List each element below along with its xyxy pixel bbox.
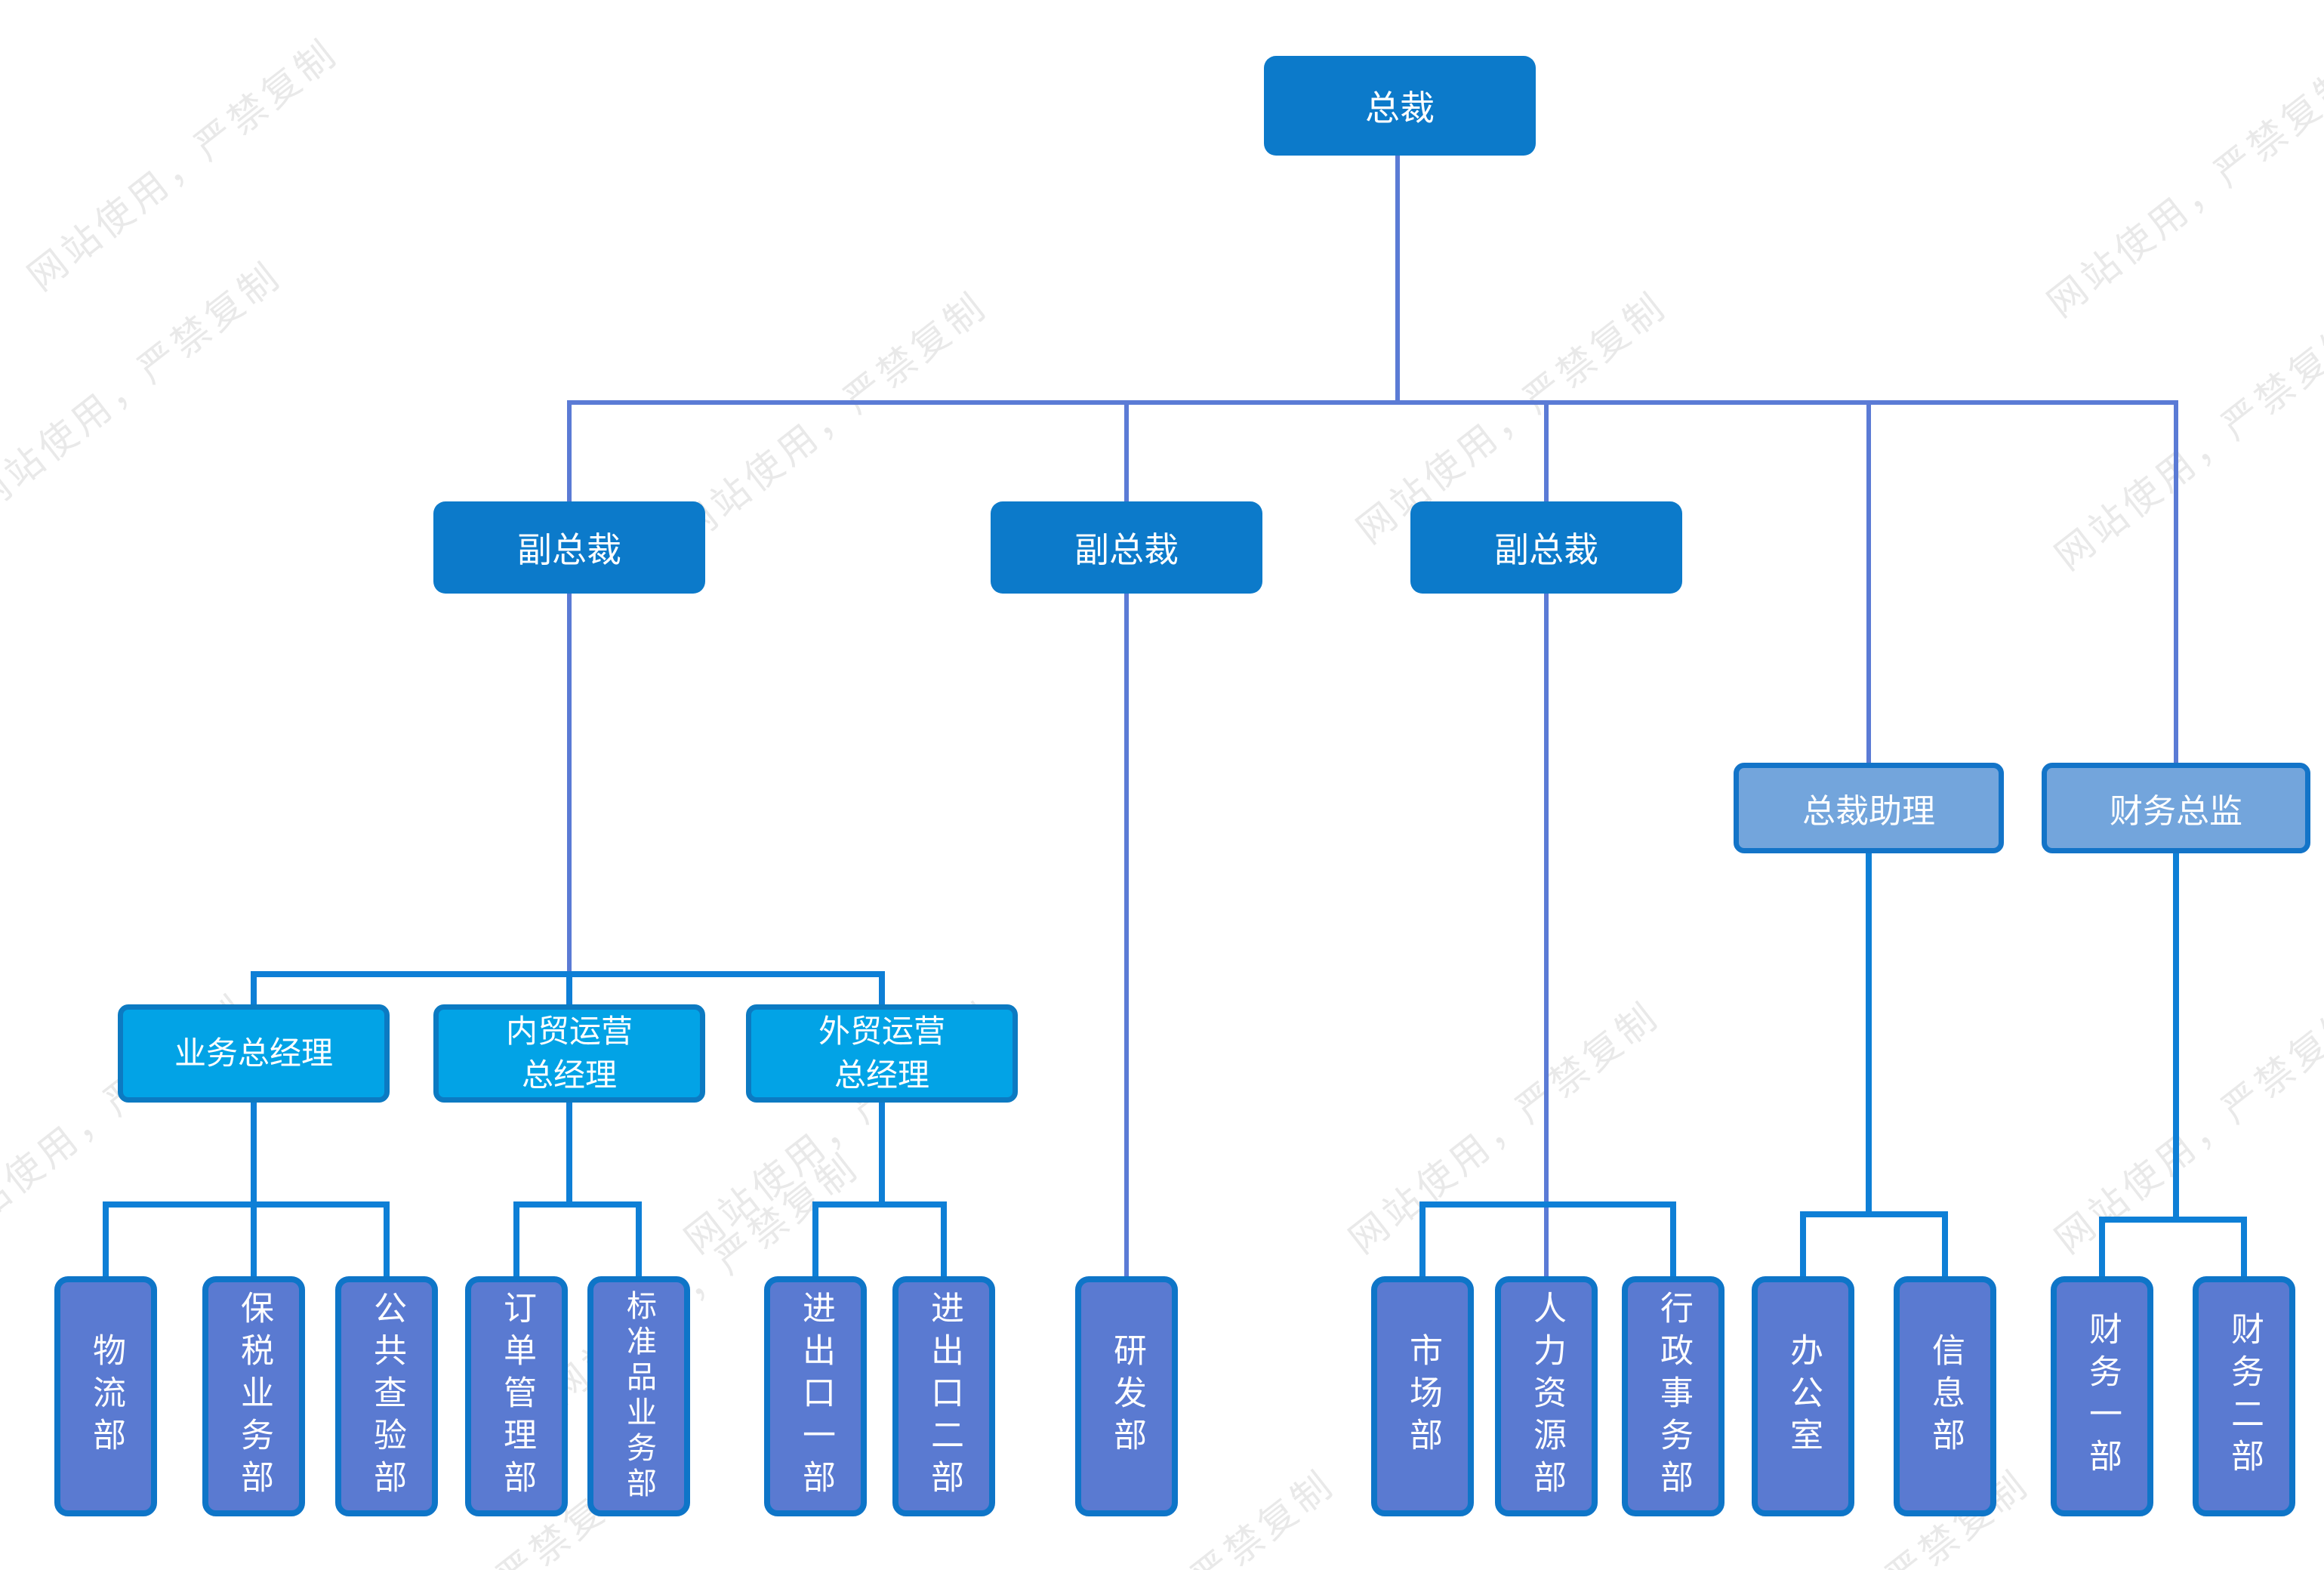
connector-line xyxy=(2099,1217,2247,1223)
connector-line xyxy=(812,1201,818,1279)
org-node-vp-3: 副总裁 xyxy=(1410,501,1682,594)
watermark-text: 网站使用，严禁复制 xyxy=(2047,310,2324,578)
connector-line xyxy=(1800,1211,1806,1279)
watermark-text: 网站使用，严禁复制 xyxy=(1341,993,1668,1262)
org-node-label: 信息部 xyxy=(1927,1333,1964,1460)
org-node-label: 人力资源部 xyxy=(1528,1291,1565,1502)
watermark-text: 网站使用，严禁复制 xyxy=(1011,1454,1344,1570)
connector-line xyxy=(103,1201,109,1279)
org-node-vp-1: 副总裁 xyxy=(433,501,705,594)
org-node-information-dept: 信息部 xyxy=(1894,1276,1996,1516)
connector-line xyxy=(1544,400,1549,504)
connector-line xyxy=(513,1201,642,1208)
org-node-office: 办公室 xyxy=(1752,1276,1854,1516)
connector-line xyxy=(941,1201,947,1279)
org-node-rd-dept: 研发部 xyxy=(1075,1276,1178,1516)
connector-line xyxy=(1395,153,1400,405)
org-node-label: 研发部 xyxy=(1108,1333,1145,1460)
connector-line xyxy=(384,1201,390,1279)
org-node-domestic-trade-gm: 内贸运营总经理 xyxy=(433,1004,705,1103)
watermark-text: 网站使用，严禁复制 xyxy=(669,283,996,552)
connector-line xyxy=(251,971,257,1007)
org-node-label: 财务二部 xyxy=(2226,1312,2263,1481)
org-node-label: 办公室 xyxy=(1785,1333,1822,1460)
org-node-label: 订单管理部 xyxy=(498,1291,535,1502)
connector-line xyxy=(1544,591,1549,1279)
org-node-admin-affairs-dept: 行政事务部 xyxy=(1622,1276,1725,1516)
org-node-cfo: 财务总监 xyxy=(2042,763,2310,853)
org-node-import-export-1-dept: 进出口一部 xyxy=(764,1276,867,1516)
org-node-import-export-2-dept: 进出口二部 xyxy=(892,1276,995,1516)
connector-line xyxy=(812,1201,947,1208)
org-node-label: 公共查验部 xyxy=(368,1291,405,1502)
watermark-text: 网站使用，严禁复制 xyxy=(20,30,347,299)
org-node-label: 财务一部 xyxy=(2084,1312,2121,1481)
connector-line xyxy=(879,1100,885,1208)
connector-line xyxy=(567,400,572,504)
connector-line xyxy=(636,1201,642,1279)
connector-line xyxy=(2174,400,2178,765)
org-node-hr-dept: 人力资源部 xyxy=(1495,1276,1598,1516)
connector-line xyxy=(1866,400,1871,765)
connector-line xyxy=(1124,400,1129,504)
connector-line xyxy=(567,591,572,976)
org-node-public-inspection-dept: 公共查验部 xyxy=(335,1276,438,1516)
org-node-standard-products-dept: 标准品业务部 xyxy=(587,1276,690,1516)
org-node-label: 市场部 xyxy=(1404,1333,1441,1460)
org-node-label: 总经理 xyxy=(834,1057,929,1093)
connector-line xyxy=(1800,1211,1948,1217)
org-node-business-gm: 业务总经理 xyxy=(118,1004,390,1103)
org-node-finance-1-dept: 财务一部 xyxy=(2051,1276,2153,1516)
org-node-bonded-business-dept: 保税业务部 xyxy=(202,1276,305,1516)
org-node-label: 行政事务部 xyxy=(1655,1291,1692,1502)
connector-line xyxy=(566,1100,572,1208)
connector-line xyxy=(251,1100,257,1208)
org-node-logistics-dept: 物流部 xyxy=(54,1276,157,1516)
org-node-label: 总经理 xyxy=(521,1057,617,1093)
org-node-label: 进出口一部 xyxy=(797,1291,834,1502)
org-node-foreign-trade-gm: 外贸运营总经理 xyxy=(746,1004,1018,1103)
org-node-label: 外贸运营 xyxy=(818,1013,945,1049)
org-node-label: 内贸运营 xyxy=(505,1013,633,1049)
connector-line xyxy=(513,1201,519,1279)
connector-line xyxy=(251,1201,257,1279)
org-node-marketing-dept: 市场部 xyxy=(1371,1276,1474,1516)
connector-line xyxy=(566,971,572,1007)
connector-line xyxy=(1942,1211,1948,1279)
org-node-order-management-dept: 订单管理部 xyxy=(465,1276,568,1516)
org-node-label: 物流部 xyxy=(88,1333,125,1460)
connector-line xyxy=(1866,850,1872,1217)
watermark-text: 网站使用，严禁复制 xyxy=(2039,57,2324,325)
org-node-label: 标准品业务部 xyxy=(622,1290,655,1503)
connector-line xyxy=(2241,1217,2247,1279)
connector-line xyxy=(1419,1201,1676,1208)
org-node-president: 总裁 xyxy=(1264,56,1536,156)
org-node-label: 进出口二部 xyxy=(926,1291,963,1502)
connector-line xyxy=(567,400,2178,405)
org-node-vp-2: 副总裁 xyxy=(991,501,1262,594)
connector-line xyxy=(103,1201,390,1208)
connector-line xyxy=(2099,1217,2105,1279)
connector-line xyxy=(1124,591,1129,1279)
connector-line xyxy=(2173,850,2179,1223)
org-node-president-assistant: 总裁助理 xyxy=(1734,763,2004,853)
connector-line xyxy=(1670,1201,1676,1279)
org-node-finance-2-dept: 财务二部 xyxy=(2193,1276,2295,1516)
connector-line xyxy=(1419,1201,1426,1279)
org-node-label: 保税业务部 xyxy=(236,1291,273,1502)
connector-line xyxy=(879,971,885,1007)
